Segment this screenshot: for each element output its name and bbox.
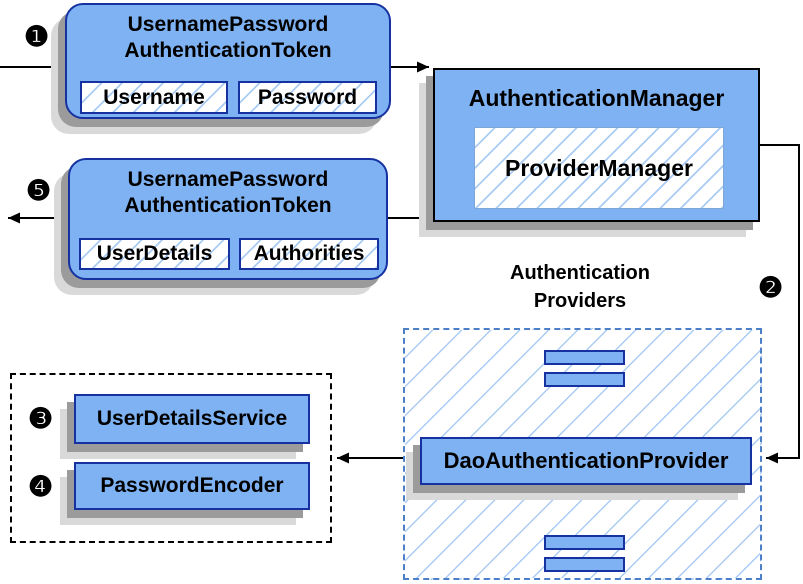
provider-stack-bar bbox=[544, 350, 625, 365]
heading-line1: Authentication bbox=[510, 262, 650, 284]
node-user-details-service: UserDetailsService bbox=[74, 394, 310, 444]
arrow-step2-manager-to-dao bbox=[760, 144, 800, 464]
dao-collaborators-container: UserDetailsService PasswordEncoder bbox=[10, 373, 332, 543]
step-2-badge: ❷ bbox=[758, 272, 784, 303]
token-response-title: UsernamePassword AuthenticationToken bbox=[70, 160, 386, 219]
step-5-badge: ❺ bbox=[26, 175, 52, 206]
step-1-badge: ❶ bbox=[24, 21, 50, 52]
authentication-manager-label: AuthenticationManager bbox=[468, 85, 725, 111]
token-response-title-line1: UsernamePassword bbox=[127, 168, 329, 191]
field-password: Password bbox=[238, 81, 377, 114]
provider-stack-bar bbox=[544, 372, 625, 387]
node-username-password-token-response: UsernamePassword AuthenticationToken Use… bbox=[68, 158, 388, 280]
token-request-title-line2: AuthenticationToken bbox=[124, 39, 332, 62]
node-username-password-token-request: UsernamePassword AuthenticationToken Use… bbox=[65, 3, 391, 119]
token-request-title: UsernamePassword AuthenticationToken bbox=[67, 5, 389, 64]
field-user-details: UserDetails bbox=[79, 238, 230, 270]
step-3-badge: ❸ bbox=[28, 403, 54, 434]
step-4-badge: ❹ bbox=[28, 471, 54, 502]
provider-stack-bar bbox=[544, 535, 625, 550]
provider-stack-bar bbox=[544, 557, 625, 572]
node-dao-authentication-provider: DaoAuthenticationProvider bbox=[420, 437, 752, 485]
token-request-title-line1: UsernamePassword bbox=[127, 13, 329, 36]
node-provider-manager: ProviderManager bbox=[474, 127, 724, 209]
node-authentication-manager: AuthenticationManager ProviderManager bbox=[433, 68, 760, 222]
field-username: Username bbox=[80, 81, 228, 114]
token-response-title-line2: AuthenticationToken bbox=[124, 194, 332, 217]
authentication-providers-heading: Authentication Providers bbox=[450, 259, 710, 315]
field-authorities: Authorities bbox=[239, 238, 379, 270]
node-password-encoder: PasswordEncoder bbox=[74, 462, 310, 510]
authentication-providers-container: DaoAuthenticationProvider bbox=[403, 328, 762, 580]
heading-line2: Providers bbox=[533, 290, 627, 312]
